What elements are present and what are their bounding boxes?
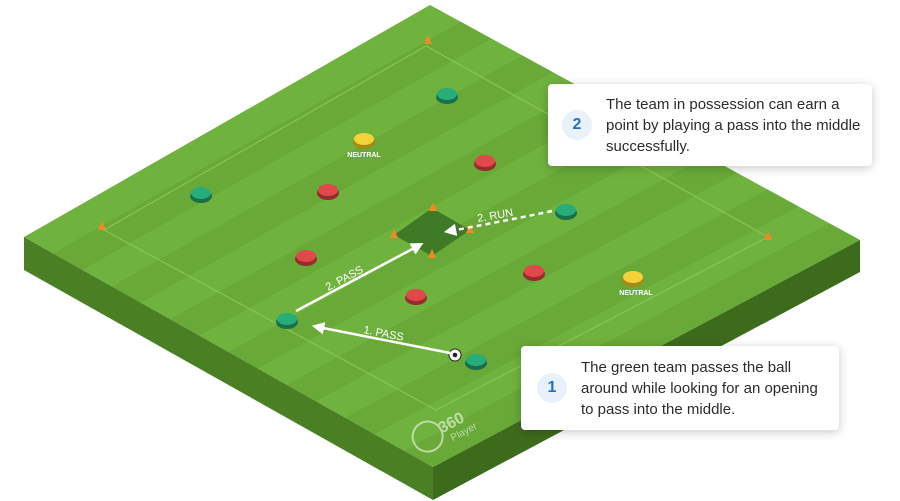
cone xyxy=(429,202,437,211)
player-red xyxy=(405,289,427,305)
callout-2-text: The team in possession can earn a point … xyxy=(606,95,861,155)
grass-stripe xyxy=(403,223,860,467)
grass-stripe xyxy=(53,21,492,270)
player-green xyxy=(436,88,458,104)
callout-1-text: The green team passes the ball around wh… xyxy=(581,358,818,418)
pass-1-arrow xyxy=(311,322,451,355)
player-red xyxy=(295,250,317,266)
cone xyxy=(428,249,436,258)
player-green xyxy=(555,204,577,220)
grass-stripe xyxy=(345,189,799,435)
cone xyxy=(390,229,398,238)
callout-1-number: 1 xyxy=(537,373,567,403)
player-red xyxy=(317,184,339,200)
grass-stripe xyxy=(111,55,553,303)
cone xyxy=(424,35,432,44)
grass-stripe xyxy=(286,156,738,402)
ball xyxy=(448,348,462,362)
player-green xyxy=(276,313,298,329)
neutral-label: NEUTRAL xyxy=(619,290,653,297)
callout-2: 2 The team in possession can earn a poin… xyxy=(548,84,872,166)
player-neutral xyxy=(622,271,644,287)
callout-1: 1 The green team passes the ball around … xyxy=(521,346,839,430)
player-green xyxy=(190,187,212,203)
player-neutral xyxy=(353,133,375,149)
player-green xyxy=(465,354,487,370)
cone xyxy=(764,231,772,240)
grass-stripes xyxy=(53,21,860,467)
cone xyxy=(98,221,106,230)
grass-stripe xyxy=(170,88,615,336)
pitch-side-left xyxy=(24,237,433,500)
cones xyxy=(98,35,772,258)
player-red xyxy=(523,265,545,281)
pass-2-arrow xyxy=(295,243,424,313)
neutral-label: NEUTRAL xyxy=(347,152,381,159)
player-red xyxy=(474,155,496,171)
grass-stripe xyxy=(228,122,676,369)
callout-2-number: 2 xyxy=(562,110,592,140)
